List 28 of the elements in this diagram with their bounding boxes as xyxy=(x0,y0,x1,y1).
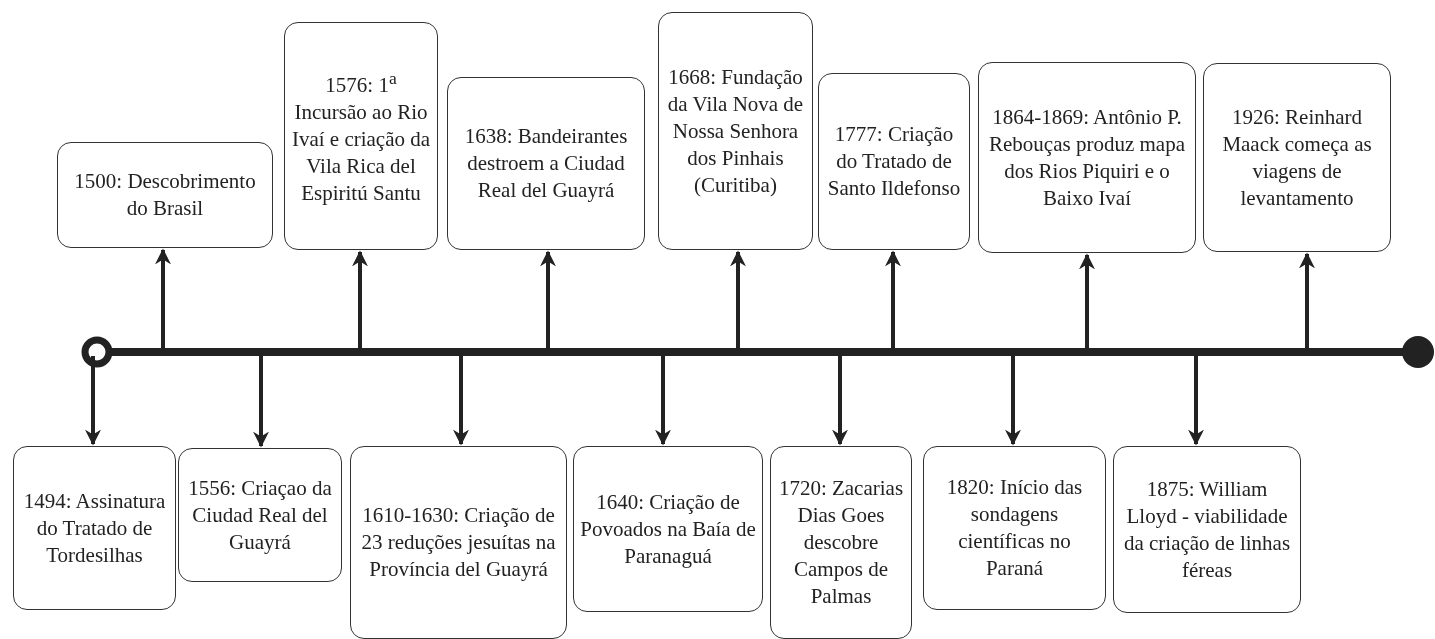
event-box: 1494: Assinatura do Tratado de Tordesilhas xyxy=(13,446,176,610)
arrow xyxy=(832,356,848,446)
arrow xyxy=(453,356,469,446)
event-box: 1640: Criação de Povoados na Baía de Paranaguá xyxy=(573,446,763,612)
event-box: 1875: William Lloyd - viabilidade da criação de linhas féreas xyxy=(1113,446,1301,613)
event-box: 1500: Descobrimento do Brasil xyxy=(57,142,273,248)
arrow xyxy=(540,250,556,348)
event-box: 1610-1630: Criação de 23 reduções jesuítas na Província del Guayrá xyxy=(350,446,567,639)
event-box: 1556: Criaçao da Ciudad Real del Guayrá xyxy=(178,448,342,582)
arrow xyxy=(1005,356,1021,446)
arrow xyxy=(885,250,901,348)
arrow xyxy=(655,356,671,446)
event-box: 1720: Zacarias Dias Goes descobre Campos de Palmas xyxy=(770,446,912,639)
arrow xyxy=(352,250,368,348)
arrow xyxy=(85,356,101,446)
arrow xyxy=(1079,253,1095,348)
event-box: 1668: Fundação da Vila Nova de Nossa Senhora dos Pinhais (Curitiba) xyxy=(658,12,813,250)
event-box: 1820: Início das sondagens científicas no Paraná xyxy=(923,446,1106,610)
arrow xyxy=(1299,252,1315,348)
event-box: 1926: Reinhard Maack começa as viagens de levantamento xyxy=(1203,63,1391,252)
arrow xyxy=(253,356,269,448)
event-box: 1777: Criação do Tratado de Santo Ildefonso xyxy=(818,73,970,250)
event-box: 1638: Bandeirantes destroem a Ciudad Real del Guayrá xyxy=(447,77,645,250)
arrow xyxy=(1188,356,1204,446)
arrow xyxy=(730,250,746,348)
event-box: 1864-1869: Antônio P. Rebouças produz mapa dos Rios Piquiri e o Baixo Ivaí xyxy=(978,62,1196,253)
event-box: 1576: 1$^{a}$ Incursão ao Rio Ivaí e criação da Vila Rica del Espiritú Santu xyxy=(284,22,438,250)
arrow xyxy=(155,248,171,348)
